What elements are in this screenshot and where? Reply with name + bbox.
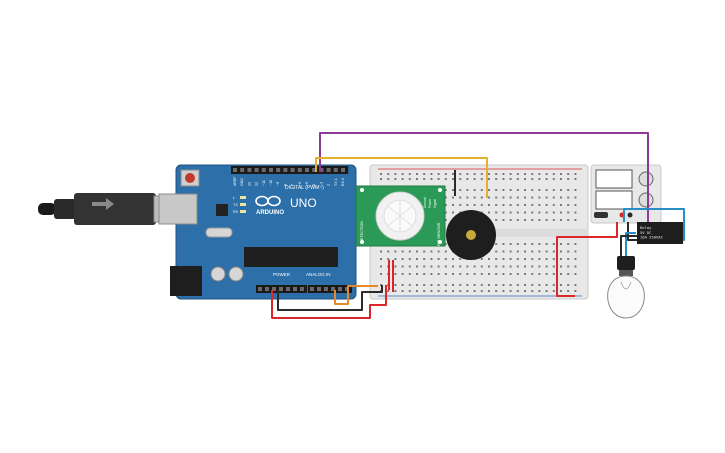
pin-label: RX 0 — [341, 178, 345, 186]
digital-label: DIGITAL (PWM~) — [285, 185, 324, 191]
wire-blue-bulb — [625, 232, 636, 260]
pin-label: ~6 — [298, 182, 302, 186]
capacitor — [228, 266, 244, 282]
header-pin-GND[interactable] — [293, 287, 297, 291]
usb-cable[interactable] — [38, 193, 179, 225]
header-pin-5V[interactable] — [279, 287, 283, 291]
pir-pin-label: Signal — [433, 199, 437, 208]
header-pin-13[interactable] — [247, 168, 252, 172]
wire-yellow — [315, 157, 488, 198]
header-pin-~5[interactable] — [305, 168, 309, 172]
header-pin-4[interactable] — [312, 168, 317, 172]
crystal — [205, 227, 233, 238]
wire-purple — [319, 132, 649, 222]
pin-label: 4 — [312, 184, 316, 186]
led — [240, 210, 246, 213]
pin-label: ~10 — [269, 180, 273, 186]
pin-label: GND — [240, 178, 244, 186]
pir-pin-label: Power — [428, 198, 432, 208]
pin-label: 12 — [255, 182, 259, 186]
power-supply-box[interactable] — [590, 164, 662, 224]
wire-red-5v — [271, 285, 387, 319]
header-pin-~3[interactable] — [319, 168, 324, 172]
wire-red-relay — [556, 222, 618, 297]
capacitor — [210, 266, 226, 282]
wires[interactable] — [271, 132, 685, 319]
header-pin-GND[interactable] — [240, 168, 245, 172]
relay-text-line: 5V DC — [640, 230, 651, 235]
wire-orange — [334, 285, 378, 305]
usb-icon — [92, 198, 114, 210]
buzzer-hole — [466, 230, 476, 240]
header-pin-GND[interactable] — [286, 287, 290, 291]
light-bulb[interactable] — [607, 256, 645, 319]
analog-label: ANALOG IN — [306, 272, 331, 277]
status-leds: L TX RX — [233, 196, 246, 214]
header-pin-12[interactable] — [254, 168, 259, 172]
atmega-chip — [244, 247, 338, 267]
led — [240, 203, 246, 206]
led-label: TX — [233, 203, 238, 207]
relay-text-line: Relay — [640, 225, 652, 230]
header-pin-TX 1[interactable] — [333, 168, 338, 172]
led — [240, 196, 246, 199]
pin-label: 8 — [283, 184, 287, 186]
header-pin-A1[interactable] — [317, 287, 321, 291]
pin-label: AREF — [233, 176, 237, 186]
arduino-brand: ARDUINO — [256, 210, 284, 216]
header-pin-3.3V[interactable] — [272, 287, 276, 291]
header-pin-RX 0[interactable] — [341, 168, 345, 172]
header-pin-A2[interactable] — [324, 287, 328, 291]
digital-header[interactable] — [231, 166, 349, 174]
led-label: L — [233, 196, 235, 200]
piezo-buzzer[interactable] — [446, 210, 496, 260]
header-pin-A4[interactable] — [338, 287, 342, 291]
header-pin-~9[interactable] — [276, 168, 281, 172]
arduino-logo-icon — [255, 195, 281, 207]
pin-label: ~9 — [276, 182, 280, 186]
header-pin-AREF[interactable] — [233, 168, 237, 172]
reset-button[interactable] — [185, 173, 195, 183]
usb-chip — [216, 204, 228, 216]
header-pin-A3[interactable] — [331, 287, 335, 291]
pin-label: ~5 — [305, 182, 309, 186]
pir-pin-label: Ground — [423, 197, 427, 208]
header-pin-IOREF[interactable] — [258, 287, 262, 291]
pin-label: 2 — [327, 184, 331, 186]
header-pin-RESET[interactable] — [265, 287, 269, 291]
wire-black-gnd — [277, 285, 383, 311]
header-pin-7[interactable] — [290, 168, 295, 172]
led-label: RX — [233, 210, 239, 214]
pir-text-right: PIR SENSOR — [437, 222, 441, 246]
relay-text-line: 10A 250VAC — [640, 235, 663, 240]
arduino-model: UNO — [290, 196, 317, 210]
power-header[interactable] — [256, 285, 307, 293]
wire-black-bulb — [620, 235, 637, 258]
wire-blue — [623, 208, 685, 241]
header-pin-8[interactable] — [283, 168, 288, 172]
analog-header[interactable] — [308, 285, 352, 293]
header-pin-~11[interactable] — [261, 168, 266, 172]
pir-text-left: DETECTION — [360, 221, 364, 243]
arduino-uno-board[interactable]: ARDUINO UNO DIGITAL (PWM~) POWER ANALOG … — [158, 164, 357, 300]
pin-label: 13 — [247, 182, 251, 186]
pin-label: TX 1 — [334, 178, 338, 186]
header-pin-~10[interactable] — [269, 168, 273, 172]
header-pin-2[interactable] — [326, 168, 331, 172]
pin-label: ~11 — [262, 180, 266, 186]
header-pin-~6[interactable] — [297, 168, 302, 172]
pin-label: ~3 — [319, 182, 323, 186]
pin-label: 7 — [291, 184, 295, 186]
power-label: POWER — [273, 272, 291, 277]
wire-black-relay — [627, 222, 637, 241]
header-pin-A0[interactable] — [310, 287, 314, 291]
header-pin-Vin[interactable] — [300, 287, 304, 291]
